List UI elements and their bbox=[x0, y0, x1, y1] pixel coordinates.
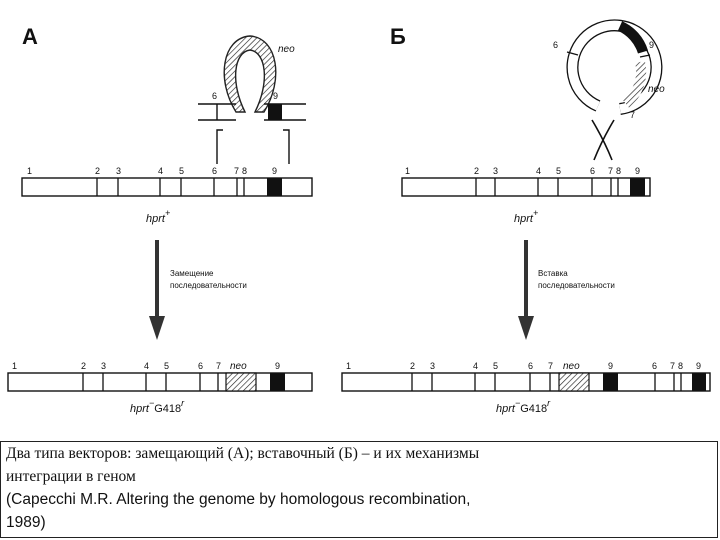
panel-a-result-number: 5 bbox=[164, 361, 169, 371]
panel-a-genome-number: 2 bbox=[95, 166, 100, 176]
panel-b-genome-number: 4 bbox=[536, 166, 541, 176]
panel-a-genome-number: 6 bbox=[212, 166, 217, 176]
panel-b-arrow bbox=[518, 240, 534, 340]
panel-a-result-strand bbox=[7, 372, 313, 392]
panel-b-genome-number: 8 bbox=[616, 166, 621, 176]
panel-b-genome-number: 6 bbox=[590, 166, 595, 176]
panel-b-result-number: 5 bbox=[493, 361, 498, 371]
panel-a-vector-strand bbox=[198, 103, 306, 121]
panel-b-result-number: 1 bbox=[346, 361, 351, 371]
panel-a-vector-number: 6 bbox=[212, 91, 217, 101]
panel-a-result-label: hprt−G418r bbox=[130, 398, 185, 415]
panel-b-result-number: 7 bbox=[670, 361, 675, 371]
panel-a-genome-number: 7 bbox=[234, 166, 239, 176]
panel-a-gene-label: hprt+ bbox=[146, 208, 170, 225]
panel-b-result-number: 8 bbox=[678, 361, 683, 371]
panel-a-genome-number: 4 bbox=[158, 166, 163, 176]
caption-line: Два типа векторов: замещающий (А); встав… bbox=[6, 445, 480, 462]
panel-b-genome-number: 1 bbox=[405, 166, 410, 176]
panel-b-result-number: 4 bbox=[473, 361, 478, 371]
panel-b-genome-number: 5 bbox=[556, 166, 561, 176]
panel-a-genome-number: 5 bbox=[179, 166, 184, 176]
panel-b-genome-number: 7 bbox=[608, 166, 613, 176]
panel-a-vector-number: 9 bbox=[273, 91, 278, 101]
panel-a-arrow-text: Замещение bbox=[170, 269, 214, 278]
panel-b-result-number: 6 bbox=[528, 361, 533, 371]
panel-a-result-number: 7 bbox=[216, 361, 221, 371]
panel-a-genome-number: 1 bbox=[27, 166, 32, 176]
caption-citation: (Capecchi M.R. Altering the genome by ho… bbox=[6, 491, 471, 508]
panel-b-result-number: 6 bbox=[652, 361, 657, 371]
panel-b-arrow-text: Вставка bbox=[538, 269, 568, 278]
panel-b-result-number: 9 bbox=[608, 361, 613, 371]
panel-a-neo-label: neo bbox=[278, 44, 295, 55]
panel-b-result-number: 2 bbox=[410, 361, 415, 371]
caption-box: Два типа векторов: замещающий (А); встав… bbox=[0, 441, 718, 538]
panel-b-circle-number: 7 bbox=[630, 110, 635, 120]
panel-a-genome-number: 9 bbox=[272, 166, 277, 176]
panel-b-result-strand bbox=[341, 372, 711, 392]
panel-b-result-number: 9 bbox=[696, 361, 701, 371]
panel-b-plasmid bbox=[566, 19, 663, 115]
panel-a-result-number: 4 bbox=[144, 361, 149, 371]
panel-b-neo-label: neo bbox=[648, 84, 665, 95]
panel-b-circle-number: 6 bbox=[553, 40, 558, 50]
panel-b-genome-number: 3 bbox=[493, 166, 498, 176]
panel-a-arrow bbox=[149, 240, 165, 340]
panel-b-genome-strand bbox=[401, 177, 651, 197]
panel-a-result-number: 2 bbox=[81, 361, 86, 371]
panel-a-neo-loop bbox=[223, 35, 277, 113]
panel-a-result-number: 1 bbox=[12, 361, 17, 371]
panel-a-letter: А bbox=[22, 24, 38, 49]
panel-b-result-neo: neo bbox=[563, 361, 580, 372]
panel-b-gene-label: hprt+ bbox=[514, 208, 538, 225]
panel-a-result-number: 6 bbox=[198, 361, 203, 371]
panel-b-result-label: hprt−G418r bbox=[496, 398, 551, 415]
panel-b-crossover bbox=[591, 119, 615, 161]
panel-b-genome-number: 9 bbox=[635, 166, 640, 176]
panel-b-circle-number: 9 bbox=[649, 40, 654, 50]
panel-a-result-neo: neo bbox=[230, 361, 247, 372]
panel-a-crossover-brackets bbox=[216, 129, 290, 164]
panel-a-genome-number: 3 bbox=[116, 166, 121, 176]
panel-a-result-number: 9 bbox=[275, 361, 280, 371]
panel-a-result-number: 3 bbox=[101, 361, 106, 371]
panel-b-result-number: 3 bbox=[430, 361, 435, 371]
caption-line: интеграции в геном bbox=[6, 468, 136, 485]
panel-a-arrow-text: последовательности bbox=[170, 281, 247, 290]
panel-b-letter: Б bbox=[390, 24, 406, 49]
panel-a-genome-number: 8 bbox=[242, 166, 247, 176]
caption-citation: 1989) bbox=[6, 514, 46, 531]
panel-b-result-number: 7 bbox=[548, 361, 553, 371]
vector-diagram: А neo 6 9 1 2 3 4 5 6 7 8 9 hprt+ bbox=[7, 19, 711, 415]
panel-b-arrow-text: последовательности bbox=[538, 281, 615, 290]
panel-a-genome-strand bbox=[21, 177, 313, 197]
panel-b-genome-number: 2 bbox=[474, 166, 479, 176]
